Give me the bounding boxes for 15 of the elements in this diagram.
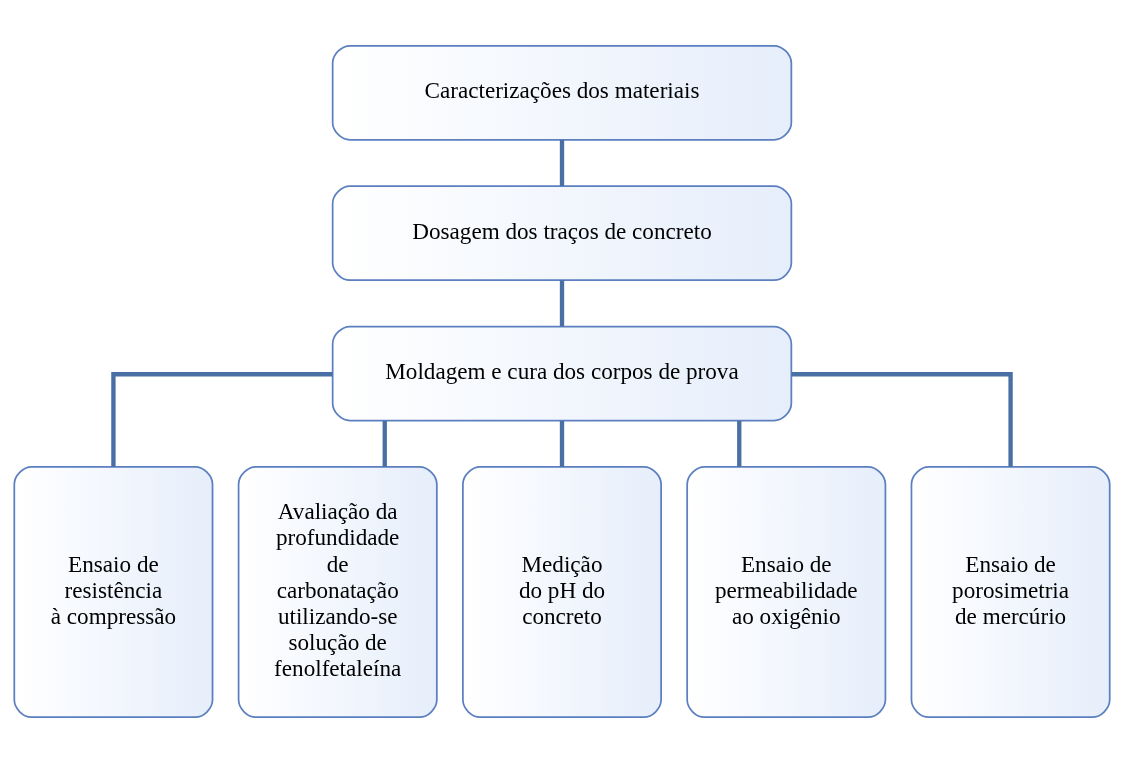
connector: [737, 420, 742, 467]
connector: [111, 372, 333, 467]
node-box: Avaliação da profundidade de carbonatação utilizando-se solução de fenolfetaleína: [237, 466, 438, 719]
node-box: Ensaio de porosimetria de mercúrio: [910, 466, 1111, 719]
node-box: Medição do pH do concreto: [462, 466, 662, 719]
node-box: Caracterizações dos materiais: [331, 44, 793, 141]
connector: [559, 420, 565, 467]
node-box: Dosagem dos traços de concreto: [331, 185, 793, 282]
connector: [559, 280, 565, 327]
connector: [559, 139, 565, 186]
node-box: Moldagem e cura dos corpos de prova: [331, 325, 793, 422]
node-box: Ensaio de resistência à compressão: [13, 466, 214, 719]
connector: [382, 420, 387, 467]
node-box: Ensaio de permeabilidade ao oxigênio: [686, 466, 887, 719]
connector: [791, 372, 1013, 467]
